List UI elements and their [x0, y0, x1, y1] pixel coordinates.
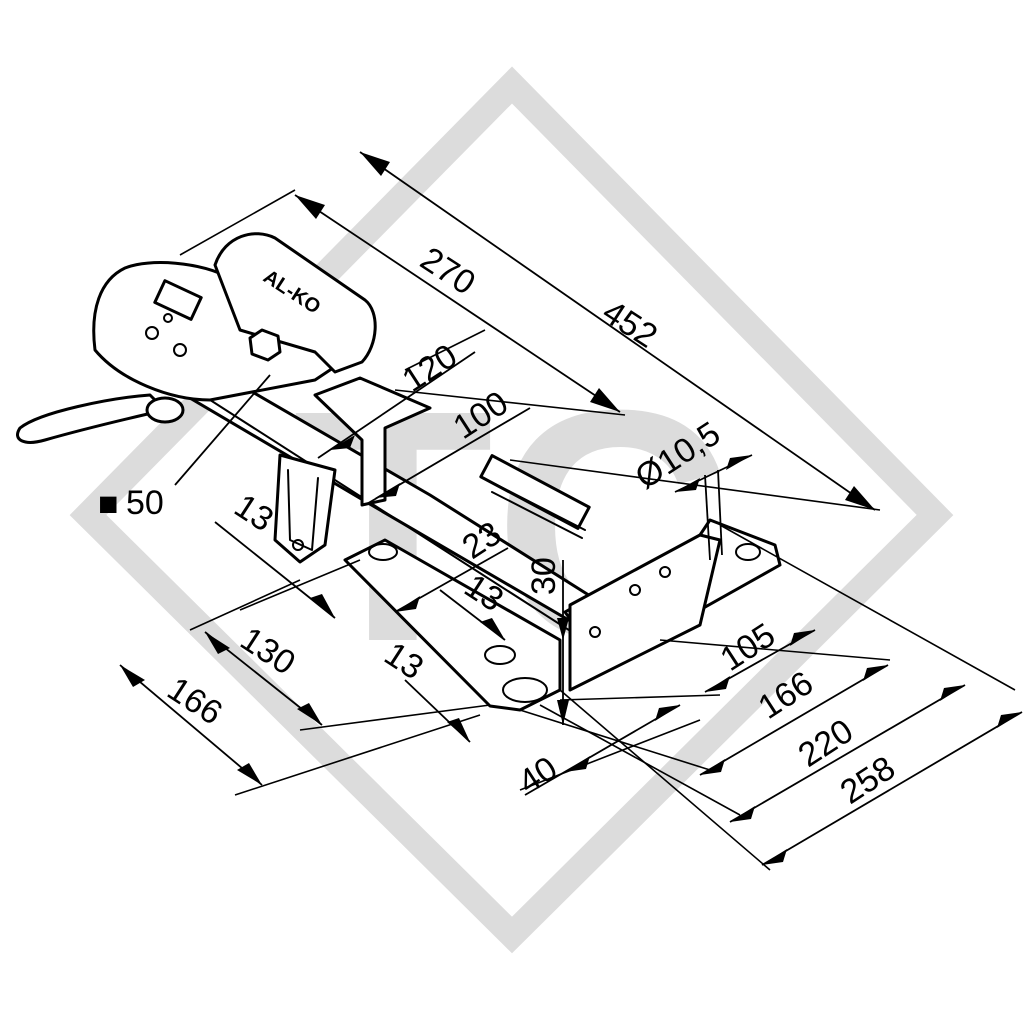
dim-line-50: [174, 374, 271, 486]
lock-window: [153, 279, 203, 321]
dim-label-13-top: 13: [228, 487, 280, 539]
dim-label-166-left: 166: [161, 670, 229, 733]
dim-line-220: [729, 684, 966, 823]
base-slot-3: [502, 677, 548, 703]
dim-label-40: 40: [512, 749, 564, 801]
base-slot-2: [484, 645, 516, 665]
dim-line-40: [524, 704, 681, 796]
dim-label-220: 220: [792, 712, 860, 775]
watermark: TC: [69, 66, 954, 954]
dim-line-270: [294, 194, 621, 413]
coupling-lever: [213, 232, 377, 374]
dim-line-120: [317, 351, 476, 459]
dim-label-50-marker: ■: [98, 485, 119, 523]
flange-slot: [735, 543, 761, 561]
cable-sleeve: [145, 396, 185, 424]
head-hole-3: [163, 313, 173, 323]
support-hole: [292, 539, 304, 551]
dim-line-166-right: [699, 664, 889, 776]
bolt-front: [248, 328, 282, 362]
base-slot-1: [368, 543, 398, 561]
rear-upright-plate: [568, 533, 722, 692]
head-hole-1: [145, 326, 159, 340]
dim-line-166-left: [119, 664, 263, 786]
head-hole-2: [173, 343, 187, 357]
dim-line-258: [761, 711, 1023, 866]
plate-hole-3: [659, 566, 671, 578]
front-bracket: [313, 376, 432, 507]
dim-label-50: 50: [126, 484, 164, 522]
plate-hole-1: [589, 626, 601, 638]
dim-line-452: [359, 151, 876, 511]
plate-hole-2: [629, 584, 641, 596]
breakaway-cable: [16, 393, 167, 444]
dim-label-258: 258: [834, 749, 902, 812]
dimension-lines: [119, 151, 1023, 866]
dim-label-270: 270: [414, 240, 482, 303]
dim-label-30: 30: [525, 557, 563, 595]
